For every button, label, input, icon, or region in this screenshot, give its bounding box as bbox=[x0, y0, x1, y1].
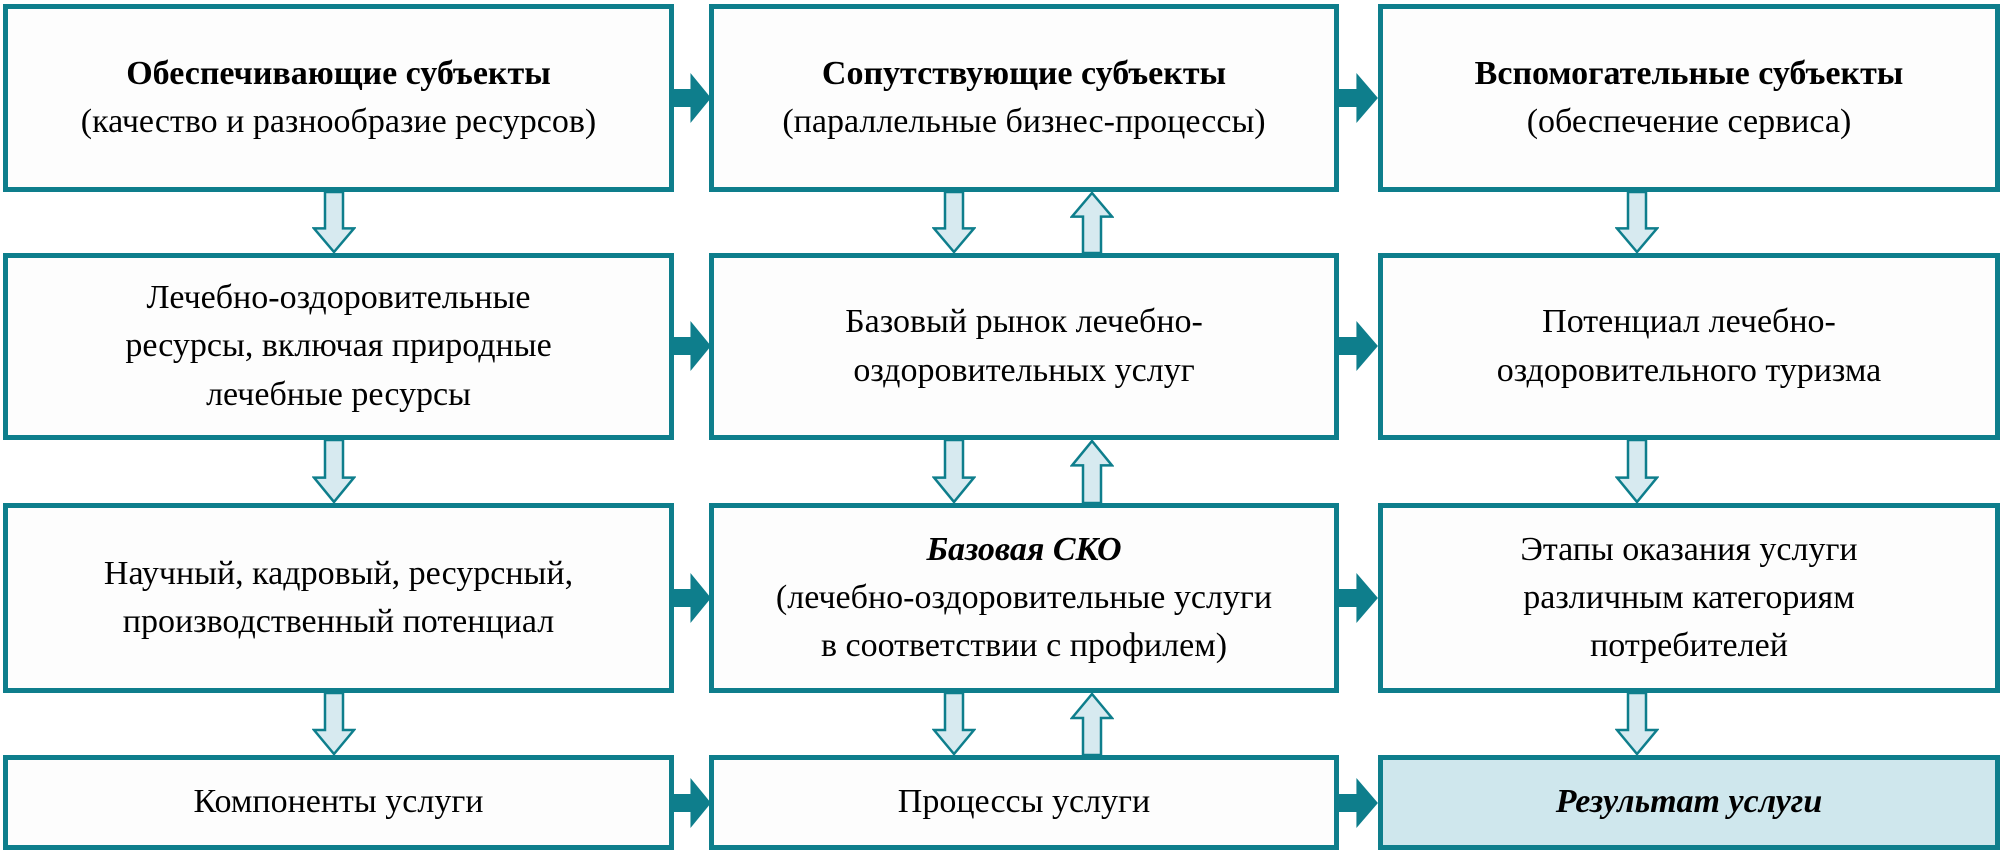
box-service-processes: Процессы услуги bbox=[709, 755, 1339, 850]
box-title: Сопутствующие субъекты bbox=[821, 54, 1227, 92]
box-text-line: Процессы услуги bbox=[897, 783, 1151, 821]
box-text-line: Этапы оказания услуги bbox=[1520, 530, 1858, 568]
box-tourism-potential: Потенциал лечебно- оздоровительного тури… bbox=[1378, 253, 2000, 440]
arrow-right-icon bbox=[671, 321, 711, 371]
box-title: Вспомогательные субъекты bbox=[1474, 54, 1904, 92]
box-production-potential: Научный, кадровый, ресурсный, производст… bbox=[3, 503, 674, 693]
box-title: Базовая СКО bbox=[926, 530, 1122, 568]
box-text-line: Базовый рынок лечебно- bbox=[845, 303, 1203, 341]
box-text-line: различным категориям bbox=[1523, 578, 1855, 616]
box-subtitle: (параллельные бизнес-процессы) bbox=[782, 103, 1266, 140]
arrow-right-icon bbox=[1336, 573, 1378, 623]
box-text-line: оздоровительных услуг bbox=[853, 351, 1195, 389]
box-health-resources: Лечебно-оздоровительные ресурсы, включая… bbox=[3, 253, 674, 440]
arrow-up-icon bbox=[1070, 192, 1114, 253]
arrow-right-icon bbox=[671, 573, 711, 623]
arrow-down-icon bbox=[312, 192, 356, 253]
box-text-line: Научный, кадровый, ресурсный, bbox=[103, 554, 574, 592]
box-text-line: Компоненты услуги bbox=[193, 783, 484, 821]
box-service-stages: Этапы оказания услуги различным категори… bbox=[1378, 503, 2000, 693]
arrow-down-icon bbox=[312, 693, 356, 755]
box-base-market: Базовый рынок лечебно- оздоровительных у… bbox=[709, 253, 1339, 440]
box-text-line: (лечебно-оздоровительные услуги bbox=[775, 578, 1273, 616]
arrow-down-icon bbox=[1615, 440, 1659, 503]
arrow-right-icon bbox=[1336, 321, 1378, 371]
box-text-line: ресурсы, включая природные bbox=[125, 327, 552, 365]
arrow-up-icon bbox=[1070, 693, 1114, 755]
arrow-down-icon bbox=[1615, 192, 1659, 253]
arrow-down-icon bbox=[932, 440, 976, 503]
box-text-line: потребителей bbox=[1590, 627, 1788, 665]
box-subtitle: (обеспечение сервиса) bbox=[1526, 103, 1852, 140]
box-text-line: оздоровительного туризма bbox=[1496, 351, 1882, 389]
box-providing-subjects: Обеспечивающие субъекты (качество и разн… bbox=[3, 4, 674, 192]
box-title: Обеспечивающие субъекты bbox=[126, 54, 551, 92]
box-service-result: Результат услуги bbox=[1378, 755, 2000, 850]
arrow-right-icon bbox=[1336, 73, 1378, 123]
box-text-line: Результат услуги bbox=[1555, 783, 1823, 821]
box-text-line: производственный потенциал bbox=[122, 603, 555, 640]
arrow-down-icon bbox=[932, 192, 976, 253]
arrow-down-icon bbox=[932, 693, 976, 755]
box-text-line: в соответствии с профилем) bbox=[820, 627, 1228, 665]
box-subtitle: (качество и разнообразие ресурсов) bbox=[80, 103, 597, 140]
box-base-sko: Базовая СКО (лечебно-оздоровительные усл… bbox=[709, 503, 1339, 693]
arrow-down-icon bbox=[1615, 693, 1659, 755]
arrow-up-icon bbox=[1070, 440, 1114, 503]
arrow-right-icon bbox=[671, 778, 711, 828]
arrow-down-icon bbox=[312, 440, 356, 503]
box-auxiliary-subjects: Вспомогательные субъекты (обеспечение се… bbox=[1378, 4, 2000, 192]
box-accompanying-subjects: Сопутствующие субъекты (параллельные биз… bbox=[709, 4, 1339, 192]
arrow-right-icon bbox=[1336, 778, 1378, 828]
box-service-components: Компоненты услуги bbox=[3, 755, 674, 850]
box-text-line: лечебные ресурсы bbox=[206, 375, 471, 413]
box-text-line: Потенциал лечебно- bbox=[1542, 303, 1836, 341]
arrow-right-icon bbox=[671, 73, 711, 123]
box-text-line: Лечебно-оздоровительные bbox=[146, 279, 531, 317]
